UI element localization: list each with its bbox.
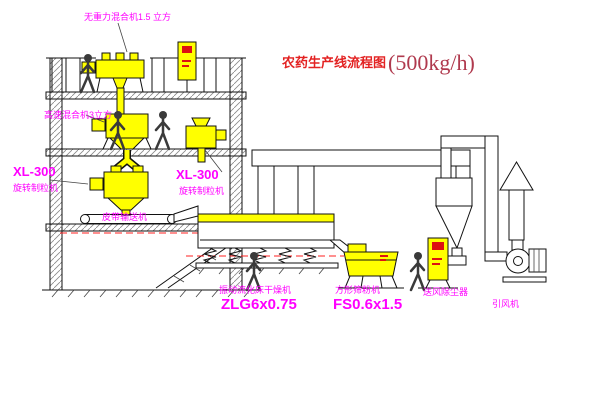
cabinet-indicator-2 xyxy=(432,242,444,250)
label-induced-fan: 引风机 xyxy=(492,298,519,309)
label-dryer-model: ZLG6x0.75 xyxy=(221,296,297,313)
granulator-motor xyxy=(89,177,104,191)
label-granulator-left-name: 旋转制粒机 xyxy=(13,182,58,193)
chute-to-dryer xyxy=(173,205,199,223)
fan-motor xyxy=(528,248,547,273)
main-duct xyxy=(251,149,471,167)
rotary-feeder xyxy=(185,117,227,163)
exhaust-ducting xyxy=(251,135,499,255)
belt-roller-left xyxy=(80,214,90,224)
top-railing xyxy=(46,57,246,92)
labels: 无重力混合机1.5 立方 农药生产线流程图 (500kg/h) 高速混合机3立方… xyxy=(13,11,519,313)
rain-cap xyxy=(499,161,534,191)
label-high-speed-mixer: 高速混合机3立方 xyxy=(44,109,112,120)
label-dryer-name: 振动流化床干燥机 xyxy=(219,284,291,295)
dryer-top-cover xyxy=(197,213,335,223)
label-sifter-model: FS0.6x1.5 xyxy=(333,296,402,313)
dryer-base xyxy=(195,262,339,269)
control-cabinet-bottom xyxy=(418,237,458,289)
label-sifter-name: 方形筛粉机 xyxy=(335,284,380,295)
granulator xyxy=(89,165,149,216)
induced-draft-fan xyxy=(484,248,547,283)
control-cabinet-top xyxy=(177,41,197,92)
ground-hatch-ticks xyxy=(51,289,251,298)
mixer2-motor xyxy=(91,118,106,132)
drop-pipe-1 xyxy=(116,87,125,115)
worker-ground-right xyxy=(409,250,426,292)
dryer-riser-1 xyxy=(257,165,275,215)
dryer-springs xyxy=(202,247,318,264)
diagram-title: 农药生产线流程图 xyxy=(281,55,386,70)
building-structure xyxy=(42,57,260,298)
label-top-mixer: 无重力混合机1.5 立方 xyxy=(84,11,171,22)
floor-slab-1 xyxy=(45,91,247,100)
cabinet-indicator xyxy=(182,46,192,53)
leader-lines xyxy=(49,22,223,185)
label-granulator-mid-model: XL-300 xyxy=(176,167,219,182)
label-belt-conveyor: 皮带输送机 xyxy=(102,211,147,222)
worker-level2-right xyxy=(154,109,171,151)
floor-slab-2 xyxy=(45,148,247,157)
dryer-body xyxy=(197,221,335,249)
diagram-capacity: (500kg/h) xyxy=(388,50,475,75)
cyclone-discharge xyxy=(451,247,463,257)
exhaust-stack xyxy=(499,161,534,251)
rotary-valve xyxy=(447,255,467,266)
label-granulator-left-model: XL-300 xyxy=(13,164,56,179)
cyclone-separator xyxy=(435,177,473,266)
fan-base xyxy=(502,276,547,283)
feeder-motor xyxy=(215,129,227,141)
square-sifter xyxy=(338,243,404,289)
dryer-riser-2 xyxy=(297,165,315,215)
feeder-drop-pipe xyxy=(197,147,206,163)
fluid-bed-dryer xyxy=(195,213,339,275)
cyclone-outlet-stub xyxy=(440,147,452,179)
vertical-duct-to-fan xyxy=(484,135,499,255)
label-granulator-mid-name: 旋转制粒机 xyxy=(179,185,224,196)
label-dust-collector: 送风除尘器 xyxy=(423,286,468,297)
duct-elbow-down xyxy=(455,165,471,179)
